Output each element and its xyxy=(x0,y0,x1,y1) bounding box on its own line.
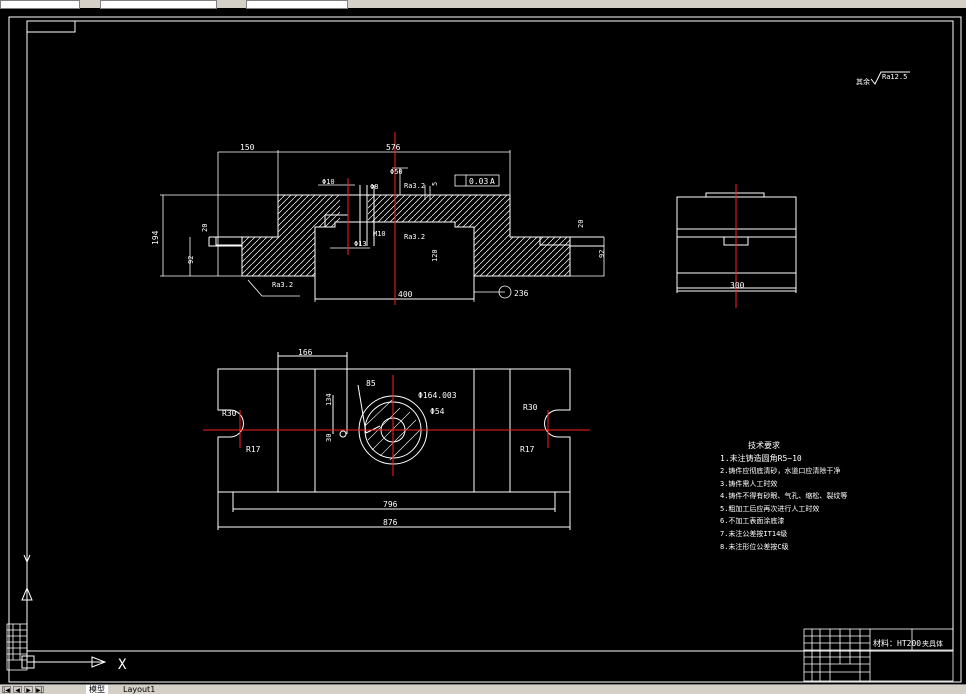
dim-phi50: Φ50 xyxy=(390,168,403,176)
corner-box xyxy=(27,21,76,33)
dim-r17-left: R17 xyxy=(246,445,261,454)
front-section-view xyxy=(208,185,604,300)
title-part-name: 夹具体 xyxy=(922,639,943,648)
dim-r30-left: R30 xyxy=(222,409,237,418)
dim-5: 5 xyxy=(431,182,439,186)
inner-frame xyxy=(26,20,954,652)
prev-tab-button[interactable]: ◀ xyxy=(13,686,22,694)
dim-400: 400 xyxy=(398,290,413,299)
datum-a: A xyxy=(490,177,495,186)
drawing-canvas[interactable]: 150 576 Φ10 Φ8 Φ50 Ra3.2 0.03 A 194 20 9… xyxy=(0,8,966,684)
dim-r17-right: R17 xyxy=(520,445,535,454)
ucs-icon xyxy=(21,554,107,669)
ucs-x-label: X xyxy=(118,657,127,673)
note-2: 2.铸件应彻底清砂，水道口应清除干净 xyxy=(720,466,840,475)
front-centerlines xyxy=(347,132,396,305)
dim-30: 30 xyxy=(325,434,333,442)
note-4: 4.铸件不得有砂眼、气孔、缩松、裂纹等 xyxy=(720,491,847,500)
dim-134: 134 xyxy=(325,393,333,406)
dim-92-right: 92 xyxy=(598,250,606,258)
toolbar-field-3[interactable] xyxy=(246,0,348,9)
note-1: 1.未注铸造圆角R5~10 xyxy=(720,453,802,463)
notes-title: 技术要求 xyxy=(748,440,780,450)
dim-150: 150 xyxy=(240,143,255,152)
layout-tab-bar: |◀ ◀ ▶ ▶| 模型 Layout1 xyxy=(0,684,966,694)
roughness-ra32-top: Ra3.2 xyxy=(404,182,425,190)
side-palette[interactable] xyxy=(6,623,28,671)
dim-120: 120 xyxy=(431,249,439,262)
note-3: 3.铸件需人工时效 xyxy=(720,479,777,488)
dim-phi54: Φ54 xyxy=(430,407,445,416)
note-8: 8.未注形位公差按C级 xyxy=(720,542,789,551)
dim-phi164: Φ164.003 xyxy=(418,391,457,400)
dim-876: 876 xyxy=(383,518,398,527)
dim-300: 300 xyxy=(730,281,745,290)
toolbar-field-2[interactable] xyxy=(100,0,217,9)
dim-796: 796 xyxy=(383,500,398,509)
title-material: 材料：HT200 xyxy=(873,638,921,648)
tab-layout1[interactable]: Layout1 xyxy=(123,685,156,694)
dim-92-left: 92 xyxy=(187,256,195,264)
dim-m10: M10 xyxy=(373,230,386,238)
top-view-centerlines xyxy=(203,375,590,476)
note-6: 6.不加工表面涂底漆 xyxy=(720,516,784,525)
dim-20-left: 20 xyxy=(201,224,209,232)
dim-85: 85 xyxy=(366,379,376,388)
dim-166: 166 xyxy=(298,348,313,357)
top-view-hatch-ribs xyxy=(365,399,421,461)
next-tab-button[interactable]: ▶ xyxy=(24,686,33,694)
last-tab-button[interactable]: ▶| xyxy=(35,686,44,694)
toolbar-field-1[interactable] xyxy=(0,0,80,9)
dim-phi10: Φ10 xyxy=(322,178,335,186)
title-block xyxy=(803,628,954,682)
dim-194: 194 xyxy=(151,230,160,245)
dim-20-right: 20 xyxy=(577,220,585,228)
top-toolbar-strip xyxy=(0,0,966,9)
roughness-ra32-bottom: Ra3.2 xyxy=(272,281,293,289)
roughness-other-value: Ra12.5 xyxy=(882,73,907,81)
technical-notes: 技术要求 1.未注铸造圆角R5~10 2.铸件应彻底清砂，水道口应清除干净 3.… xyxy=(720,440,847,551)
roughness-other-label: 其余 xyxy=(856,77,870,86)
dim-phi8: Φ8 xyxy=(370,183,378,191)
roughness-ra32-mid: Ra3.2 xyxy=(404,233,425,241)
flatness-value: 0.03 xyxy=(469,177,488,186)
dim-r30-right: R30 xyxy=(523,403,538,412)
first-tab-button[interactable]: |◀ xyxy=(2,686,11,694)
outer-frame xyxy=(8,16,962,683)
note-5: 5.粗加工后应再次进行人工时效 xyxy=(720,504,819,513)
tab-model[interactable]: 模型 xyxy=(86,685,108,694)
roughness-default: 其余 Ra12.5 xyxy=(856,71,910,86)
dim-phi13: Φ13 xyxy=(354,240,367,248)
front-dimensions xyxy=(160,150,605,302)
dim-236: 236 xyxy=(514,289,529,298)
note-7: 7.未注公差按IT14级 xyxy=(720,529,787,538)
dim-576: 576 xyxy=(386,143,401,152)
